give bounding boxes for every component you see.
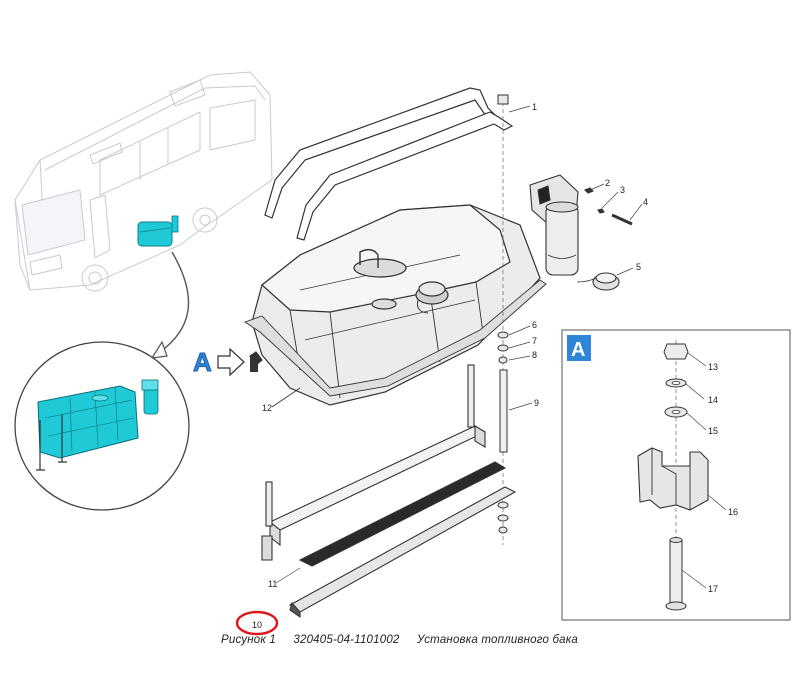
- lower-cradle: [261, 364, 487, 561]
- callout-leaders: [275, 105, 727, 589]
- fuel-tank: [244, 204, 547, 408]
- upper-straps: [264, 87, 514, 241]
- zoom-pointer-arrowhead: [150, 340, 168, 359]
- axis-hardware: [497, 94, 509, 534]
- callout-13: 13: [708, 362, 718, 372]
- fuel-filter: [529, 174, 633, 276]
- callout-2: 2: [605, 178, 610, 188]
- callout-6: 6: [532, 320, 537, 330]
- view-arrow-icon: [217, 347, 245, 377]
- callout-15: 15: [708, 426, 718, 436]
- callout-10-highlight: [235, 610, 279, 636]
- callout-3: 3: [620, 185, 625, 195]
- callout-12: 12: [262, 403, 272, 413]
- detail-inset-box: A: [561, 329, 791, 621]
- callout-7: 7: [532, 336, 537, 346]
- callout-11: 11: [268, 579, 277, 589]
- bus-overview: [14, 71, 273, 292]
- view-marker-letter: A: [193, 347, 212, 377]
- bus-tank-highlight: [137, 215, 179, 247]
- callout-10: 10: [252, 620, 262, 630]
- figure-title: Установка топливного бака: [416, 634, 578, 646]
- callout-9: 9: [534, 398, 539, 408]
- callout-14: 14: [708, 395, 718, 405]
- zoom-circle: [14, 341, 190, 511]
- callout-8: 8: [532, 350, 537, 360]
- lower-strap: [288, 461, 517, 619]
- callout-16: 16: [728, 507, 738, 517]
- inset-label: A: [571, 339, 585, 361]
- fuel-cap: [576, 272, 620, 291]
- callout-numbers: 1 2 3 4 5 6 7 8 9 10 11 12 13 14 15 16 1…: [252, 102, 738, 630]
- figure-number: Рисунок 1: [220, 634, 276, 646]
- view-marker: A: [193, 347, 258, 378]
- zoom-pointer-arrow: [159, 251, 190, 353]
- figure-caption: Рисунок 1 320405-04-1101002 Установка то…: [0, 634, 799, 646]
- assembly-code: 320405-04-1101002: [293, 634, 400, 646]
- callout-17: 17: [708, 584, 718, 594]
- callout-1: 1: [532, 102, 537, 112]
- callout-5: 5: [636, 262, 641, 272]
- callout-4: 4: [643, 197, 648, 207]
